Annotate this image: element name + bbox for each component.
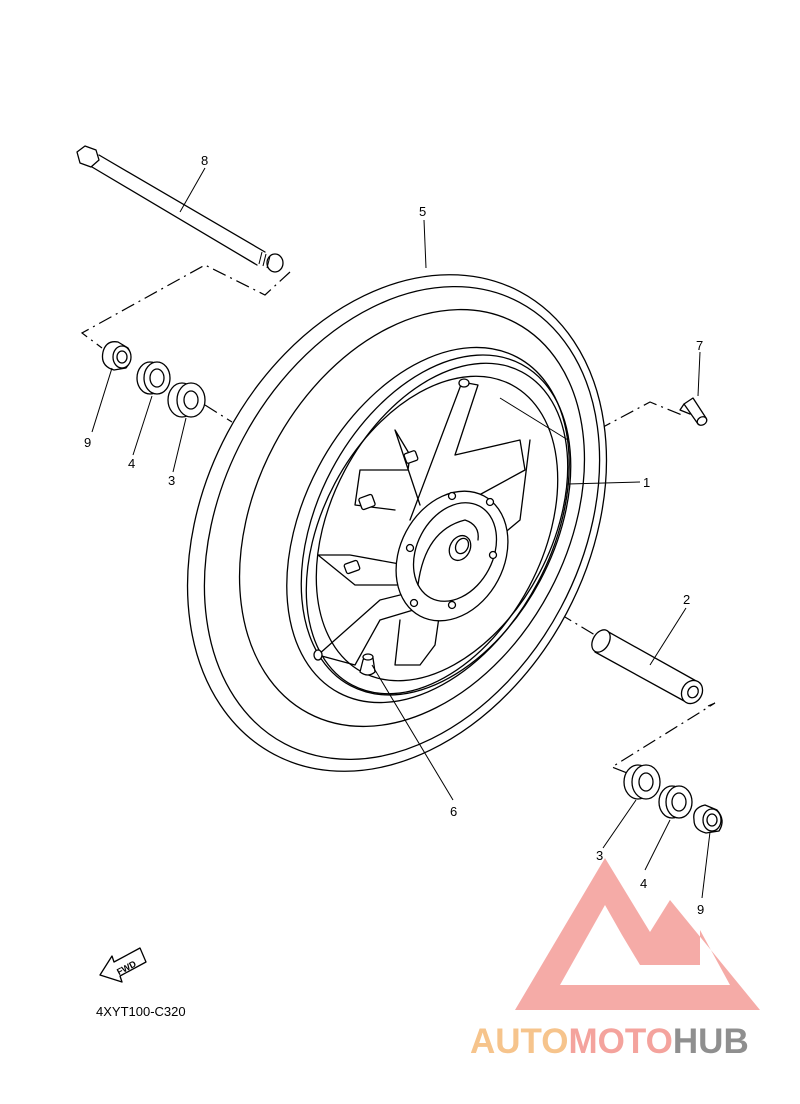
wheel-hub	[395, 490, 509, 622]
watermark-auto: AUTO	[470, 1022, 569, 1061]
callout-4-right: 4	[640, 876, 647, 891]
svg-text:AUTOMOTOHUB: AUTOMOTOHUB	[470, 1022, 749, 1061]
callout-8: 8	[201, 153, 208, 168]
right-collar-part	[693, 804, 723, 834]
diagram-code: 4XYT100-C320	[96, 1004, 186, 1019]
valve-cap-part	[679, 397, 708, 426]
left-collar-part	[101, 341, 132, 371]
callout-6: 6	[450, 804, 457, 819]
valve-part	[359, 653, 376, 676]
callout-2: 2	[683, 592, 690, 607]
left-bearing-part	[167, 382, 206, 418]
right-bearing-part	[623, 764, 661, 800]
callout-4-left: 4	[128, 456, 135, 471]
callout-9-left: 9	[84, 435, 91, 450]
leader-lines	[91, 167, 711, 899]
collar-part	[591, 629, 704, 705]
callout-3-left: 3	[168, 473, 175, 488]
callout-9-right: 9	[697, 902, 704, 917]
left-oil-seal-part	[136, 361, 171, 395]
watermark-text: AUTOMOTOHUB	[470, 1022, 749, 1061]
callout-3-right: 3	[596, 848, 603, 863]
tire-part	[186, 274, 608, 772]
callout-5: 5	[419, 204, 426, 219]
fwd-arrow-icon: FWD	[99, 947, 147, 983]
right-oil-seal-part	[658, 785, 693, 819]
watermark-moto: MOTO	[569, 1022, 673, 1061]
callout-1: 1	[643, 475, 650, 490]
watermark-hub: HUB	[673, 1022, 749, 1061]
callouts: 1 2 3 3 4 4 5 6 7 8 9 9	[84, 153, 704, 917]
callout-7: 7	[696, 338, 703, 353]
axle-part	[76, 145, 284, 273]
watermark-logo	[515, 858, 760, 1010]
